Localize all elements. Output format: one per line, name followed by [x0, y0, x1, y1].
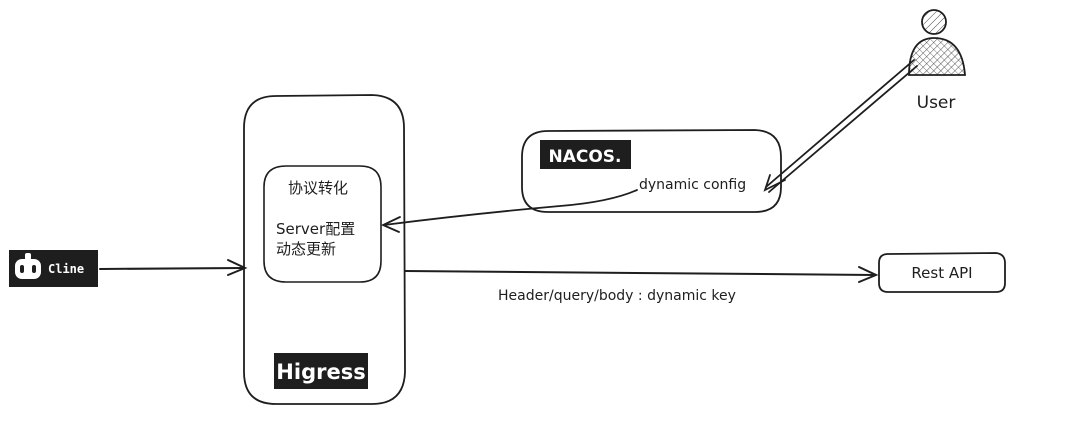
higress-node: Higress: [243, 94, 406, 405]
nacos-logo: [540, 140, 631, 169]
protocol-conversion-node: 协议转化 Server配置 动态更新: [263, 165, 382, 283]
user-icon: [908, 9, 966, 76]
cline-node: Cline: [9, 250, 98, 287]
protocol-line2: 动态更新: [276, 240, 336, 258]
nacos-node: NACOS. dynamic config: [521, 129, 782, 213]
rest-api-label: Rest API: [911, 264, 972, 282]
protocol-title: 协议转化: [288, 179, 348, 197]
user-label: User: [917, 93, 956, 113]
user-node: User: [908, 9, 966, 113]
edge-rest-label: Header/query/body : dynamic key: [498, 288, 736, 304]
nacos-caption: dynamic config: [639, 177, 746, 193]
edge-higress-rest: [404, 266, 879, 283]
robot-icon: [15, 253, 41, 279]
edge-cline-higress: [99, 259, 248, 276]
edge-user-nacos: [763, 59, 918, 193]
nacos-label: NACOS.: [548, 147, 621, 167]
higress-label: Higress: [276, 360, 365, 384]
cline-label: Cline: [48, 262, 84, 276]
higress-logo: [274, 353, 368, 389]
edge-nacos-protocol: [380, 189, 638, 233]
protocol-line1: Server配置: [276, 220, 355, 238]
rest-api-node: Rest API: [878, 252, 1006, 293]
